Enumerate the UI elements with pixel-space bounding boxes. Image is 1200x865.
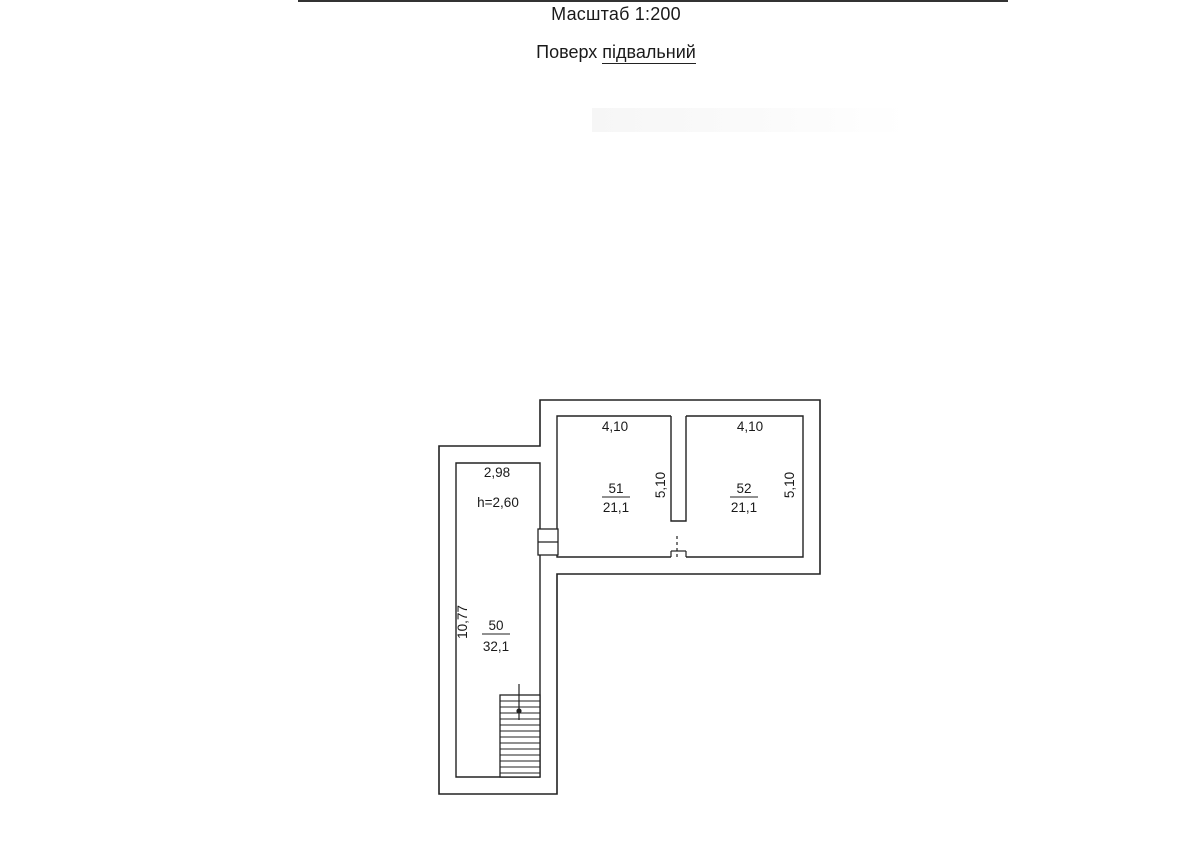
room-50-height: h=2,60 bbox=[477, 495, 519, 510]
room-51-area: 21,1 bbox=[603, 500, 629, 515]
top-rule bbox=[298, 0, 1008, 2]
room-51-width: 4,10 bbox=[602, 419, 628, 434]
watermark bbox=[592, 108, 908, 132]
partition-wall bbox=[670, 416, 687, 522]
room-52-length: 5,10 bbox=[782, 472, 797, 498]
room-50-length: 10,77 bbox=[455, 605, 470, 639]
room-52-number: 52 bbox=[736, 481, 751, 496]
room-52-area: 21,1 bbox=[731, 500, 757, 515]
floor-name: підвальний bbox=[602, 42, 696, 64]
room-51-length: 5,10 bbox=[653, 472, 668, 498]
room-50-area: 32,1 bbox=[483, 639, 509, 654]
room-52-width: 4,10 bbox=[737, 419, 763, 434]
room-50-number: 50 bbox=[488, 618, 503, 633]
room-51-number: 51 bbox=[608, 481, 623, 496]
floor-prefix: Поверх bbox=[536, 42, 598, 62]
floor-label: Поверх підвальний bbox=[0, 42, 1200, 64]
room-52-outline bbox=[686, 415, 804, 558]
room-50-width: 2,98 bbox=[484, 465, 510, 480]
door-50-51 bbox=[537, 528, 559, 556]
outer-wall bbox=[438, 399, 821, 795]
scale-label: Масштаб 1:200 bbox=[551, 4, 681, 24]
room-51-outline bbox=[556, 415, 671, 558]
staircase bbox=[499, 684, 541, 778]
door-51-52 bbox=[670, 536, 687, 557]
